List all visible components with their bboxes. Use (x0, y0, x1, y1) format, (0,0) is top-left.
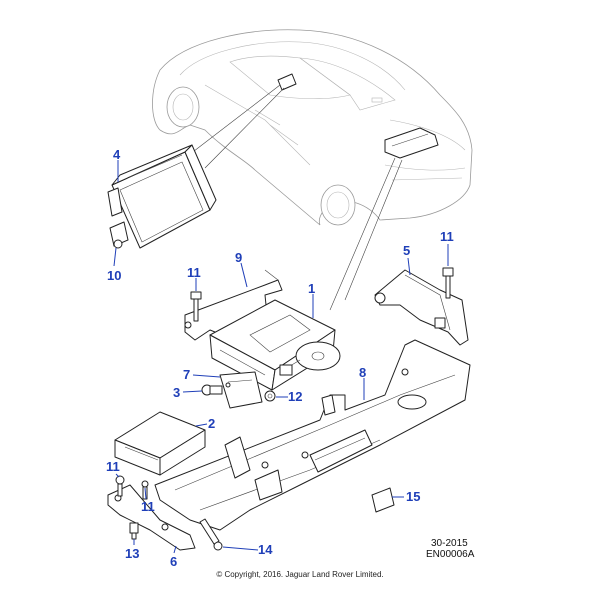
callout-14: 14 (258, 542, 273, 557)
part-7-small-bracket (219, 371, 263, 409)
callout-15: 15 (406, 489, 420, 504)
callout-13: 13 (125, 546, 139, 561)
part-14-bolt (199, 518, 223, 551)
callout-11-lower-left: 11 (106, 459, 120, 474)
callout-2: 2 (208, 416, 215, 431)
part-3-nut (201, 384, 223, 396)
callout-labels: 4 10 5 11 9 11 1 7 3 12 8 2 11 11 13 6 1… (106, 147, 454, 569)
copyright-text: © Copyright, 2016. Jaguar Land Rover Lim… (216, 570, 383, 579)
callout-9: 9 (235, 250, 242, 265)
part-12-nut (264, 390, 276, 402)
part-5-bracket (374, 269, 469, 346)
part-13-clip (129, 522, 139, 540)
part-15-cover (371, 487, 395, 513)
part-6-bracket (107, 484, 196, 551)
part-1-media-unit (209, 299, 341, 391)
fastener-11-lower-left (115, 475, 125, 497)
callout-11-upper: 11 (187, 265, 201, 280)
leader-lines (113, 160, 449, 554)
callout-8: 8 (359, 365, 366, 380)
callout-4: 4 (113, 147, 121, 162)
figure-code: EN00006A (426, 549, 475, 560)
fastener-11-upper (190, 291, 202, 322)
callout-10: 10 (107, 268, 121, 283)
callout-11-right: 11 (440, 229, 454, 244)
fastener-11-right (442, 267, 454, 299)
callout-11-lower-mid: 11 (141, 499, 155, 514)
date-code: 30-2015 (431, 538, 468, 549)
callout-3: 3 (173, 385, 180, 400)
callout-7: 7 (183, 367, 190, 382)
part-4-display-unit (107, 144, 217, 249)
part-2-module (114, 411, 206, 476)
callout-5: 5 (403, 243, 410, 258)
callout-1: 1 (308, 281, 315, 296)
callout-6: 6 (170, 554, 177, 569)
vehicle-outline (152, 29, 473, 226)
callout-12: 12 (288, 389, 302, 404)
vehicle-pointer-lines (184, 84, 403, 311)
